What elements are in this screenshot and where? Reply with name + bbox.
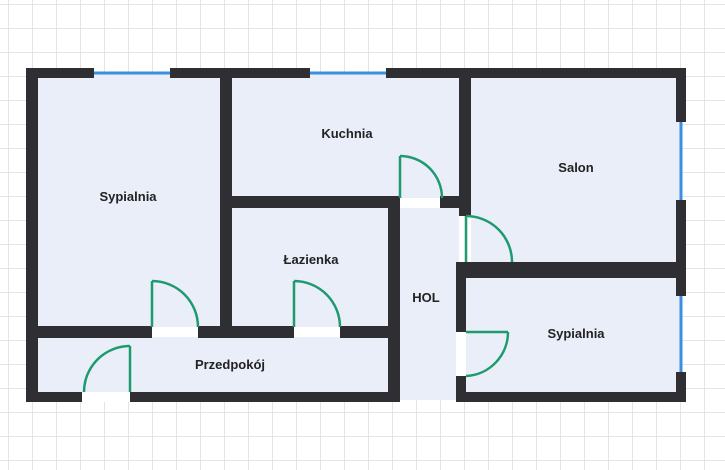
room-label-hall: HOL [412, 290, 440, 305]
room-label-bedroom-right: Sypialnia [547, 326, 605, 341]
wall-right-1 [676, 68, 686, 122]
floor-area [30, 72, 682, 400]
wall-left [26, 68, 38, 402]
door-bedroom-left-icon [150, 279, 200, 328]
wall-int-v3 [388, 198, 400, 400]
wall-int-h6 [340, 326, 400, 338]
wall-int-h4 [30, 326, 152, 338]
wall-int-v2 [459, 72, 471, 216]
wall-top-2 [170, 68, 310, 78]
door-bedroom-right-icon [465, 330, 510, 378]
wall-int-h5 [198, 326, 294, 338]
door-salon-icon [464, 214, 514, 263]
room-label-bedroom-left: Sypialnia [99, 189, 157, 204]
room-label-kitchen: Kuchnia [321, 126, 373, 141]
wall-int-v5 [456, 376, 466, 400]
room-label-entrance-hall: Przedpokój [195, 357, 265, 372]
wall-top-1 [26, 68, 94, 78]
door-bathroom-icon [292, 279, 342, 328]
door-kitchen-icon [398, 154, 444, 199]
room-label-bathroom: Łazienka [284, 252, 340, 267]
door-entrance-icon [82, 344, 132, 393]
room-label-living-room: Salon [558, 160, 593, 175]
wall-int-h3 [456, 262, 686, 278]
wall-bottom-2 [130, 392, 400, 402]
windows [94, 71, 683, 372]
doors [82, 154, 514, 393]
walls [26, 68, 686, 402]
wall-right-3 [676, 372, 686, 402]
wall-right-2 [676, 200, 686, 296]
wall-bottom-3 [456, 392, 686, 402]
room-labels: Sypialnia Kuchnia Salon Łazienka HOL Syp… [99, 126, 605, 372]
wall-int-h2 [440, 196, 470, 208]
wall-bottom-1 [26, 392, 82, 402]
wall-int-h1 [220, 196, 400, 208]
wall-int-v4 [456, 262, 466, 332]
wall-top-3 [386, 68, 686, 78]
